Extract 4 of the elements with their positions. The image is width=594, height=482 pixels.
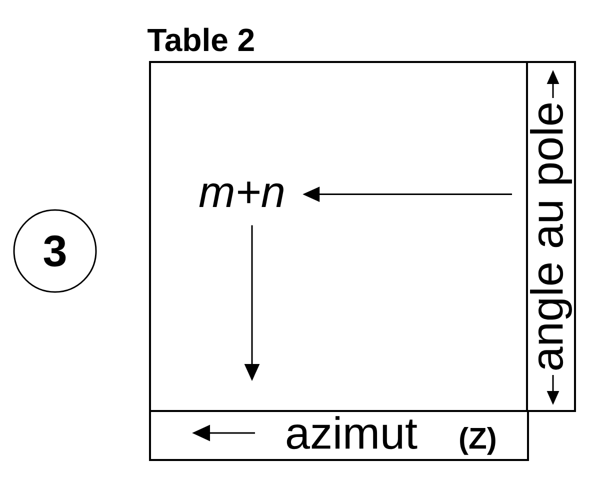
node-label: Table 2 — [148, 28, 254, 52]
label-strip: angle au pole — [526, 61, 576, 412]
label-strip: azimut (Z) — [149, 410, 529, 461]
formula: m+n — [199, 182, 284, 207]
